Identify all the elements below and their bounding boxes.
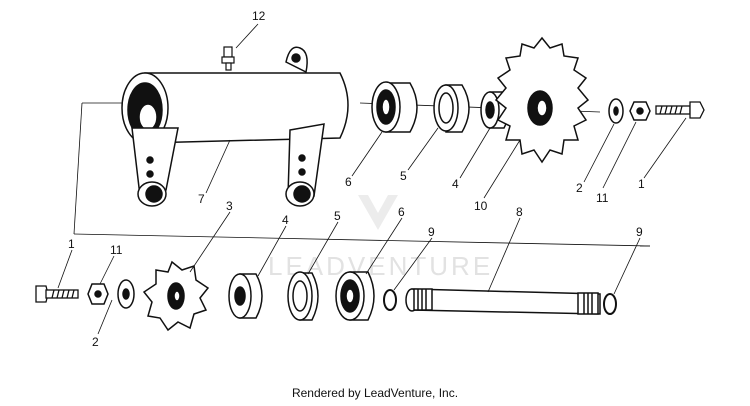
callout-5-lower: 5: [334, 209, 341, 223]
callout-2-upper: 2: [576, 181, 583, 195]
callout-6-lower: 6: [398, 205, 405, 219]
leader-lines: [57, 23, 687, 335]
callout-10: 10: [474, 199, 488, 213]
callout-7: 7: [198, 192, 205, 206]
axle-shaft-part-8: [405, 288, 601, 315]
o-ring-part-9-right: [603, 293, 617, 315]
nut-part-11-upper: [629, 101, 651, 121]
callout-2-lower: 2: [92, 335, 99, 349]
grease-fitting-part-12: [221, 46, 235, 71]
nut-part-11-lower: [87, 283, 109, 305]
callout-9-right: 9: [636, 225, 643, 239]
callout-4-lower: 4: [282, 213, 289, 227]
collar-part-4-lower: [228, 273, 263, 319]
bolt-part-1-upper: [655, 101, 705, 119]
swing-arm-tube-part-7: [121, 46, 349, 207]
callout-6-upper: 6: [345, 175, 352, 189]
callout-9-left: 9: [428, 225, 435, 239]
callout-11-lower: 11: [110, 243, 123, 257]
callout-8: 8: [516, 205, 523, 219]
spacer-part-5-upper: [433, 84, 470, 133]
callout-labels: 12 7 6 5 4 10 2 11 1 1 11 2 3 4 5 6 9 8 …: [68, 9, 645, 349]
washer-part-2-upper: [608, 98, 624, 124]
o-ring-part-9-left: [383, 289, 397, 311]
bearing-part-6-lower: [335, 271, 375, 321]
footer-credit: Rendered by LeadVenture, Inc.: [291, 386, 459, 400]
small-sprocket-part-3: [142, 260, 210, 332]
leadventure-watermark: LEADVENTURE: [268, 195, 490, 281]
callout-5-upper: 5: [400, 169, 407, 183]
callout-3: 3: [226, 199, 233, 213]
spacer-part-5-lower: [287, 271, 319, 321]
callout-4-upper: 4: [452, 177, 459, 191]
bolt-part-1-lower: [35, 285, 79, 303]
large-sprocket-part-10: [494, 36, 590, 164]
callout-1-upper: 1: [638, 177, 645, 191]
washer-part-2-lower: [117, 279, 135, 309]
callout-1-lower: 1: [68, 237, 75, 251]
callout-12: 12: [252, 9, 266, 23]
callout-11-upper: 11: [596, 191, 609, 205]
bearing-part-6-upper: [371, 81, 418, 133]
